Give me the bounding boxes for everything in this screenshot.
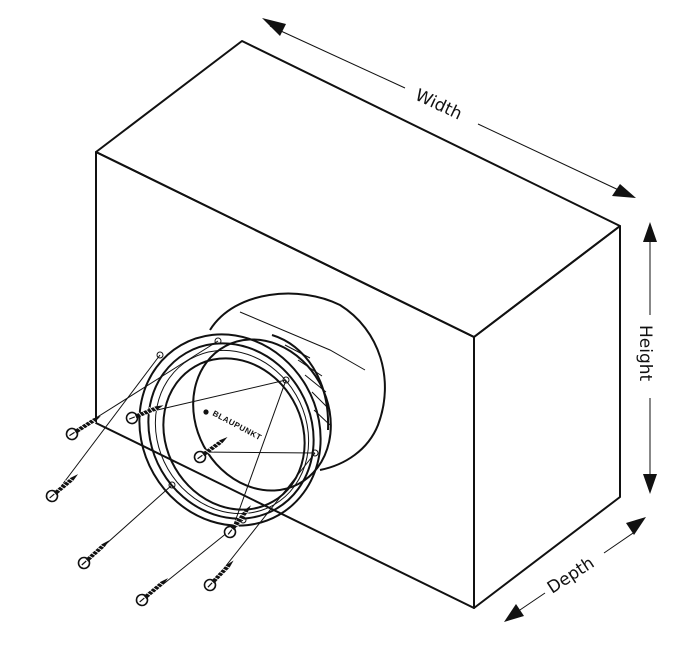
width-label: Width <box>412 85 465 124</box>
cutout-edge <box>209 292 386 471</box>
box-top-face <box>95 40 621 338</box>
screw-icon <box>43 469 83 505</box>
mount-hole <box>156 351 164 359</box>
brand-label: BLAUPUNKT <box>203 409 263 442</box>
mount-hole <box>282 376 290 384</box>
brand-text: BLAUPUNKT <box>211 409 263 442</box>
arrow-head-icon <box>262 18 286 36</box>
speaker-cutout <box>209 292 386 471</box>
arrow-head-icon <box>612 184 636 198</box>
box-enclosure <box>95 40 621 609</box>
box-side-face <box>473 225 621 609</box>
arrow-head-icon <box>643 222 657 242</box>
arrow-head-icon <box>643 474 657 494</box>
ring-outer <box>138 333 322 527</box>
cutout-inner-edge <box>239 311 366 371</box>
screw-icon <box>75 535 114 572</box>
arrow-head-icon <box>504 604 524 622</box>
screw-icon <box>201 555 239 594</box>
arrow-head-icon <box>626 517 646 535</box>
screw-icon <box>124 399 167 426</box>
mount-hole <box>214 337 222 345</box>
width-dimension: Width <box>262 18 636 198</box>
mount-hole <box>168 481 176 489</box>
screw-icon <box>133 573 173 609</box>
height-dimension: Height <box>635 222 657 494</box>
speaker-body <box>192 334 332 492</box>
speaker-cone <box>162 357 306 511</box>
depth-label: Depth <box>544 553 598 598</box>
height-label: Height <box>635 325 655 382</box>
ring-mid <box>147 342 315 520</box>
speaker-ring <box>138 333 322 527</box>
